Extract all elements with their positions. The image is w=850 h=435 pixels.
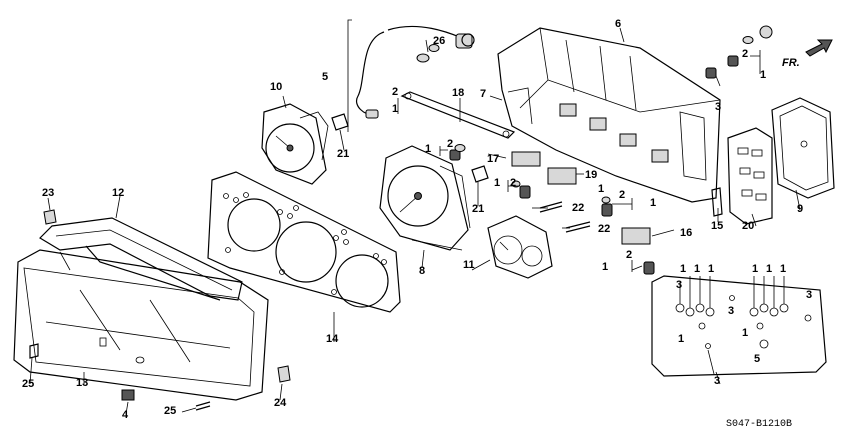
callout-1e: 1 — [598, 183, 604, 195]
wire-harness — [347, 19, 475, 132]
callout-1d: 1 — [494, 177, 500, 189]
callout-1j: 1 — [708, 263, 714, 275]
callout-25b: 25 — [164, 405, 176, 417]
callout-20: 20 — [742, 220, 754, 232]
callout-18: 18 — [452, 87, 464, 99]
front-label: FR. — [782, 57, 800, 69]
callout-1o: 1 — [742, 327, 748, 339]
callout-6: 6 — [615, 18, 621, 30]
relay-16 — [621, 227, 651, 245]
callout-1k: 1 — [752, 263, 758, 275]
bulb-location-inset — [651, 275, 827, 377]
diagram-code: S047-B1210B — [726, 419, 792, 430]
front-direction-arrow: FR. — [782, 39, 833, 69]
printed-circuit-strap — [400, 91, 516, 139]
callout-1l: 1 — [766, 263, 772, 275]
callout-2a: 2 — [392, 86, 398, 98]
callout-22a: 22 — [572, 202, 584, 214]
callout-13: 13 — [76, 377, 88, 389]
callout-2b: 2 — [742, 48, 748, 60]
part-4 — [121, 389, 135, 401]
callout-1h: 1 — [680, 263, 686, 275]
speedometer — [379, 145, 471, 251]
callout-2e: 2 — [619, 189, 625, 201]
meter-panel — [207, 171, 401, 313]
meter-case — [497, 27, 721, 203]
callout-4: 4 — [122, 409, 129, 421]
callout-25a: 25 — [22, 378, 34, 390]
callout-1m: 1 — [780, 263, 786, 275]
callout-16: 16 — [680, 227, 692, 239]
callout-21b: 21 — [472, 203, 484, 215]
callout-5a: 5 — [322, 71, 328, 83]
callout-3d: 3 — [806, 289, 812, 301]
tachometer — [261, 103, 329, 185]
callout-11: 11 — [463, 259, 475, 271]
leader-lines — [29, 27, 801, 415]
callout-24: 24 — [274, 397, 287, 409]
callout-7: 7 — [480, 88, 486, 100]
callout-9: 9 — [797, 203, 803, 215]
callout-1n: 1 — [678, 333, 684, 345]
callout-1g: 1 — [602, 261, 608, 273]
relay-19 — [547, 167, 577, 185]
callout-19: 19 — [585, 169, 597, 181]
board-cover — [771, 97, 835, 199]
callout-2c: 2 — [447, 138, 453, 150]
callout-21a: 21 — [337, 148, 349, 160]
callout-8: 8 — [419, 265, 425, 277]
callout-23: 23 — [42, 187, 54, 199]
clip-23 — [43, 209, 57, 225]
callout-3b: 3 — [676, 279, 682, 291]
screws — [29, 113, 591, 411]
callout-3e: 3 — [714, 375, 720, 387]
callout-2f: 2 — [626, 249, 632, 261]
callout-1b: 1 — [760, 69, 766, 81]
callout-22b: 22 — [598, 223, 610, 235]
meter-visor — [39, 217, 243, 301]
clip-24 — [277, 365, 291, 383]
callout-12: 12 — [112, 187, 124, 199]
callout-14: 14 — [326, 333, 339, 345]
callout-labels: 6 26 5 10 2 1 18 7 2 1 3 21 1 2 17 1 2 1… — [22, 18, 812, 430]
callout-5b: 5 — [754, 353, 760, 365]
callout-3a: 3 — [715, 101, 721, 113]
fuel-temp-gauge — [487, 215, 553, 279]
callout-15: 15 — [711, 220, 723, 232]
callout-1f: 1 — [650, 197, 656, 209]
callout-26: 26 — [433, 35, 445, 47]
printed-circuit-board — [727, 127, 773, 225]
screw-15 — [711, 187, 723, 217]
callout-1i: 1 — [694, 263, 700, 275]
callout-1c: 1 — [425, 143, 431, 155]
callout-10: 10 — [270, 81, 282, 93]
callout-17: 17 — [487, 153, 499, 165]
bulb-sockets — [449, 25, 773, 275]
relay-17 — [511, 151, 541, 167]
meter-lens-cover — [13, 249, 269, 401]
callout-1a: 1 — [392, 103, 398, 115]
callout-2d: 2 — [510, 177, 516, 189]
callout-3c: 3 — [728, 305, 734, 317]
